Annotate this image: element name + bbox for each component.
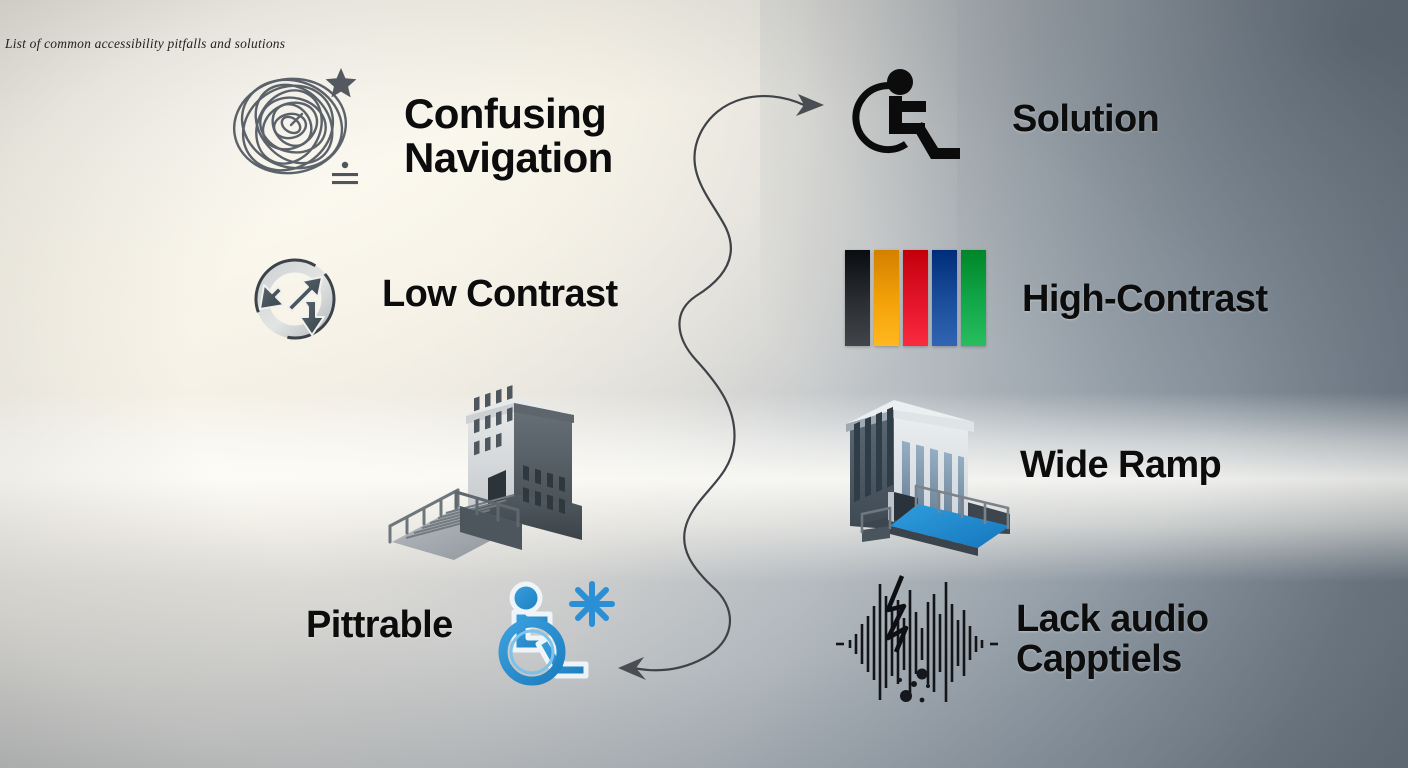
sparkle-asterisk-icon <box>568 580 616 628</box>
solution-label-lack-audio-capptiels: Lack audio Capptiels <box>1016 598 1209 680</box>
audio-waveform-broken-icon <box>830 566 1010 726</box>
background-floor-fade <box>0 468 1408 768</box>
color-bar <box>932 250 957 346</box>
color-bar <box>874 250 899 346</box>
color-bars-icon <box>845 250 986 346</box>
caption: List of common accessibility pitfalls an… <box>5 36 286 51</box>
color-bar <box>903 250 928 346</box>
pitfall-label-pittrable: Pittrable <box>306 604 453 646</box>
color-bar <box>961 250 986 346</box>
divide-glyph-icon <box>330 160 360 192</box>
background-horizon-band <box>0 392 1408 582</box>
serpentine-arrow <box>612 72 842 702</box>
blue-wheelchair-icon <box>488 578 598 690</box>
contrast-swap-arrows-icon <box>246 247 344 351</box>
pitfall-label-confusing-navigation: Confusing Navigation <box>404 90 613 181</box>
building-with-ramp-icon <box>832 388 1042 558</box>
pitfall-label-low-contrast: Low Contrast <box>382 273 618 315</box>
star-icon <box>324 66 358 100</box>
tangled-scribble-icon <box>228 62 368 190</box>
building-with-stairs-icon <box>382 385 600 562</box>
wheelchair-accessibility-icon <box>852 64 970 176</box>
color-bar <box>845 250 870 346</box>
solution-label-solution: Solution <box>1012 98 1160 140</box>
solution-label-wide-ramp: Wide Ramp <box>1020 444 1222 486</box>
solution-label-high-contrast: High-Contrast <box>1022 278 1268 320</box>
